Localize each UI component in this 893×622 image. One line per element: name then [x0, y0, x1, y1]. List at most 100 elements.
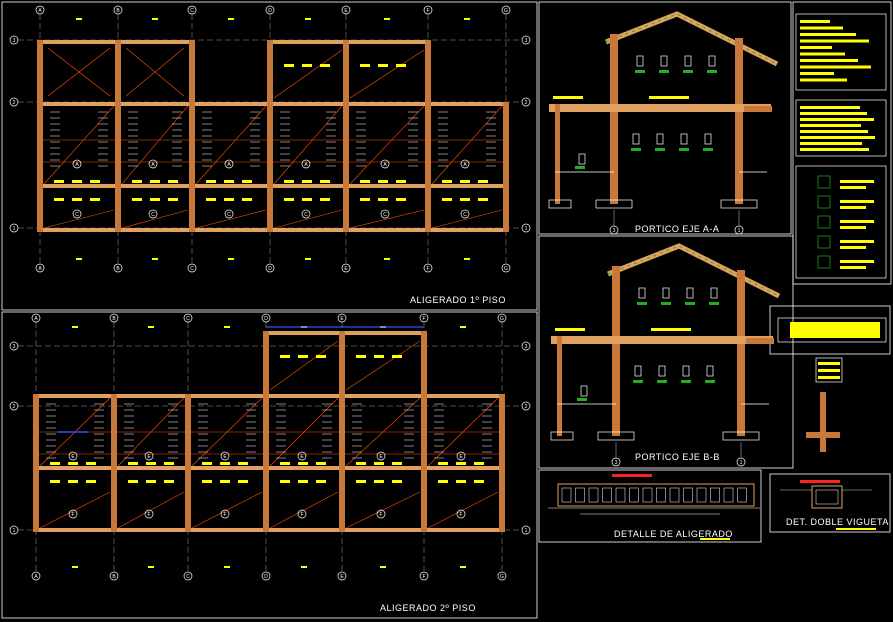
rebar-label	[378, 198, 388, 201]
legend-line-2	[800, 118, 874, 121]
stirrup-tag	[635, 70, 645, 73]
axis-bottom-G-circle	[497, 571, 507, 581]
section-mark-5-circle	[456, 451, 466, 461]
section-mark-b-3-label: F	[300, 512, 303, 518]
axis-bottom-B-label: B	[112, 574, 116, 580]
legend-line-1	[800, 46, 832, 49]
axis-right-3-circle	[521, 35, 531, 45]
rebar-label	[132, 180, 142, 183]
slab-diag-b-3	[269, 491, 339, 529]
rebar-label	[202, 480, 212, 483]
brick-cell	[602, 487, 612, 503]
brick-cell	[737, 487, 747, 503]
rebar-label	[168, 180, 178, 183]
axis-top-D-label: D	[264, 316, 268, 322]
legend-line-2	[800, 130, 868, 133]
stirrup-tag	[709, 302, 719, 305]
axis-right-1-label: 1	[525, 528, 528, 534]
brick-cell	[642, 487, 653, 503]
axis-bottom-B-circle	[113, 263, 123, 273]
brick-cell	[683, 487, 693, 503]
slab-diag-b-4	[349, 209, 425, 229]
rebar-label	[146, 480, 156, 483]
rebar-label	[90, 198, 100, 201]
rebar-label	[478, 180, 488, 183]
axis-bottom-F-circle	[419, 571, 429, 581]
axis-left-2-label: 2	[13, 404, 16, 410]
col-section-table	[815, 357, 843, 383]
axis-bottom-E-circle	[341, 263, 351, 273]
rebar-label	[164, 480, 174, 483]
stirrup-tag	[661, 302, 671, 305]
legend-line-2	[800, 136, 875, 139]
dim-bottom-3	[301, 566, 307, 568]
plan1-title: ALIGERADO 1º PISO	[410, 295, 506, 305]
column-4	[343, 40, 349, 232]
title-underline	[836, 528, 876, 530]
rebar-label	[224, 198, 234, 201]
axis-right-3-circle	[521, 341, 531, 351]
slab-diag-a-4	[349, 105, 425, 185]
rebar-label	[164, 462, 174, 465]
rebar-label	[238, 480, 248, 483]
section-mark-4-label: E	[379, 454, 383, 460]
stirrup-detail	[660, 55, 668, 67]
brick-cell	[575, 487, 585, 503]
axis-top-B-label: B	[112, 316, 116, 322]
stirrup-detail	[708, 55, 716, 67]
axis-top-E-label: E	[340, 316, 344, 322]
axis-top-C-label: C	[190, 8, 194, 14]
dim-bottom-2	[224, 566, 230, 568]
column-3	[263, 331, 269, 532]
col-table-row	[818, 376, 840, 379]
rebar-label	[356, 355, 366, 358]
upper-diag	[349, 49, 425, 99]
section-mark-1-circle	[144, 451, 154, 461]
notes-legend	[777, 13, 887, 452]
section-mark-b-2-label: C	[227, 212, 231, 218]
axis-right-1-circle	[521, 223, 531, 233]
axis-right-2-circle	[521, 401, 531, 411]
brick-cell	[656, 487, 666, 503]
axis-top-C-label: C	[186, 316, 190, 322]
section-mark-b-4-circle	[376, 509, 386, 519]
dim-bottom-0	[72, 566, 78, 568]
slab-diag-b-5	[431, 209, 503, 229]
legend-symbol	[817, 215, 831, 229]
dim-top-0	[72, 326, 78, 328]
section-mark-3-label: E	[300, 454, 304, 460]
axis-top-E-label: E	[344, 8, 348, 14]
legend-text	[840, 246, 866, 249]
roof-slab	[607, 243, 781, 299]
rebar-label	[284, 64, 294, 67]
floor-slab	[549, 104, 771, 112]
section-mark-3-label: A	[304, 162, 308, 168]
stirrup-tag	[683, 70, 693, 73]
dim-top-5	[460, 326, 466, 328]
column-6	[503, 102, 509, 232]
axis-bottom-C-circle	[183, 571, 193, 581]
rebar-label	[72, 180, 82, 183]
rebar-label	[320, 180, 330, 183]
dim-top-1	[152, 18, 158, 20]
section-mark-b-1-circle	[144, 509, 154, 519]
section-mark-0-label: E	[71, 454, 75, 460]
legend-line-1	[800, 72, 834, 75]
stirrup-detail	[638, 287, 646, 299]
rebar-label	[242, 198, 252, 201]
slab-diag-b-5	[427, 491, 499, 529]
rebar-label	[220, 480, 230, 483]
rebar-label	[168, 198, 178, 201]
detail-vigueta-title: DET. DOBLE VIGUETA	[786, 517, 889, 527]
brick-cell	[588, 487, 599, 503]
column-5	[421, 331, 427, 532]
dim-bottom-4	[380, 566, 386, 568]
slab-section	[557, 483, 755, 507]
stirrup-detail	[706, 365, 714, 377]
section-mark-b-5-circle	[456, 509, 466, 519]
axis-top-F-label: F	[422, 316, 425, 322]
footing-side	[548, 199, 572, 209]
slab-diag-a-2	[191, 397, 263, 467]
section-mark-b-5-label: F	[459, 512, 462, 518]
rebar-label	[86, 462, 96, 465]
